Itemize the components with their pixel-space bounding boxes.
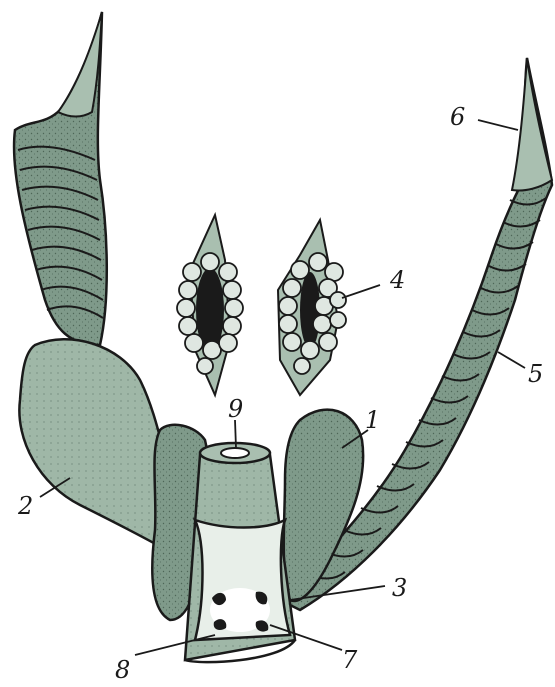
label-1: 1: [365, 408, 380, 432]
central-column: [185, 443, 295, 662]
label-5: 5: [528, 362, 543, 386]
label-3: 3: [392, 576, 407, 600]
label-7: 7: [342, 648, 357, 672]
label-2: 2: [18, 494, 33, 518]
label-8: 8: [115, 658, 130, 682]
ovule-cluster-right: [278, 220, 346, 395]
label-6: 6: [450, 105, 465, 129]
label-9: 9: [228, 397, 243, 421]
left-stigma: [14, 12, 107, 345]
label-4: 4: [390, 268, 405, 292]
ovule-cluster-left: [177, 215, 243, 395]
